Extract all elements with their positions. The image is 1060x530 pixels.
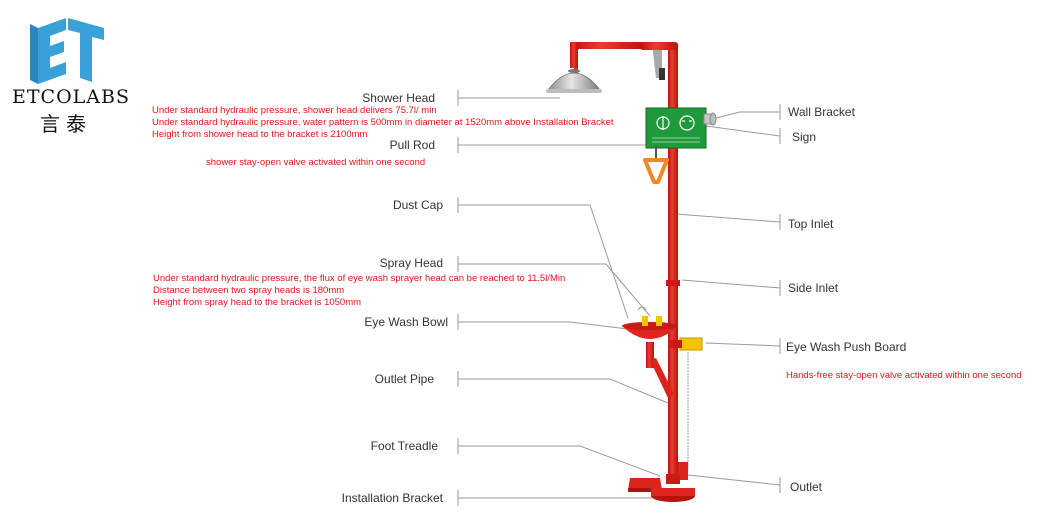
label-outlet: Outlet xyxy=(790,480,823,494)
pull-rod-handle-icon xyxy=(643,158,669,184)
note-spray: Under standard hydraulic pressure, the f… xyxy=(153,273,565,309)
note-push-board: Hands-free stay-open valve activated wit… xyxy=(786,370,1022,381)
brand-name: ETCOLABS xyxy=(12,86,130,108)
outlet-pipe xyxy=(650,358,674,398)
label-installation-bracket: Installation Bracket xyxy=(341,491,443,505)
shower-arm xyxy=(571,42,645,49)
foot-treadle-icon xyxy=(628,478,662,490)
label-eye-wash-push-board: Eye Wash Push Board xyxy=(786,340,907,354)
note-pull-rod: shower stay-open valve activated within … xyxy=(206,157,426,168)
note-shower: Under standard hydraulic pressure, showe… xyxy=(152,105,614,141)
sign-symbol-icon xyxy=(656,115,695,131)
label-sign: Sign xyxy=(792,130,817,144)
spray-head-right-icon xyxy=(656,316,662,326)
label-side-inlet: Side Inlet xyxy=(788,281,839,295)
label-eye-wash-bowl: Eye Wash Bowl xyxy=(364,315,448,329)
label-spray-head: Spray Head xyxy=(379,256,443,270)
label-pull-rod: Pull Rod xyxy=(389,138,435,152)
leader-lines xyxy=(457,90,781,506)
note-shower-line: Under standard hydraulic pressure, showe… xyxy=(152,105,437,116)
note-spray-line: Distance between two spray heads is 180m… xyxy=(153,285,345,296)
etcolabs-logo xyxy=(8,10,138,135)
label-dust-cap: Dust Cap xyxy=(392,198,443,212)
et-logo-icon xyxy=(30,18,104,84)
label-shower-head: Shower Head xyxy=(362,91,435,105)
label-top-inlet: Top Inlet xyxy=(788,217,834,231)
main-pipe xyxy=(668,44,678,474)
push-board-icon xyxy=(679,337,703,351)
label-foot-treadle: Foot Treadle xyxy=(370,439,438,453)
note-spray-line: Under standard hydraulic pressure, the f… xyxy=(153,273,566,284)
note-shower-line: Under standard hydraulic pressure, water… xyxy=(152,117,614,128)
note-spray-line: Height from spray head to the bracket is… xyxy=(153,297,362,308)
label-wall-bracket: Wall Bracket xyxy=(788,105,855,119)
spray-head-left-icon xyxy=(642,316,648,326)
sign-panel xyxy=(645,107,707,149)
brand-name-cn: 言泰 xyxy=(40,112,92,136)
shower-head-icon xyxy=(547,72,601,91)
label-outlet-pipe: Outlet Pipe xyxy=(374,372,434,386)
note-shower-line: Height from shower head to the bracket i… xyxy=(152,129,368,140)
